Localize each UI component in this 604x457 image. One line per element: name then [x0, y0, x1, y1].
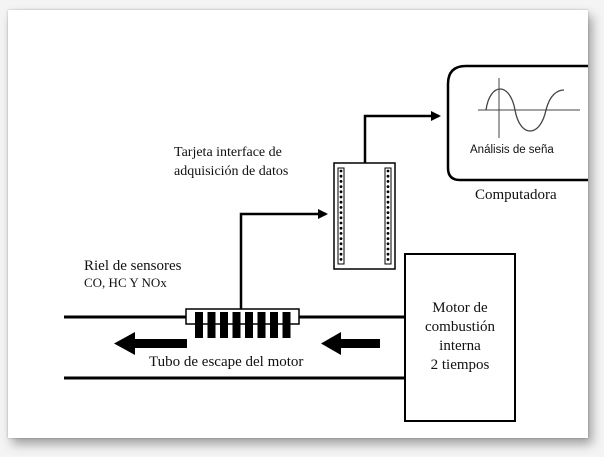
card-pin [339, 247, 343, 251]
card-pin [339, 206, 343, 209]
card-pin [339, 169, 343, 173]
exhaust-tube-label: Tubo de escape del motor [149, 354, 303, 370]
sensor-element [232, 312, 241, 338]
computer-label: Computadora [475, 187, 557, 203]
engine-label-line3: interna [439, 338, 481, 354]
card-pin [386, 169, 390, 173]
sensor-element [195, 312, 203, 338]
card-pin [386, 247, 390, 251]
card-pin [339, 216, 343, 220]
card-pin [339, 221, 343, 225]
card-pin [386, 206, 390, 209]
interface-card-pins-right [386, 169, 390, 261]
computer-screen [446, 64, 588, 182]
card-pin [339, 237, 343, 241]
card-pin [386, 174, 390, 178]
card-pin [386, 216, 390, 220]
card-pin [339, 242, 343, 246]
card-pin [339, 195, 343, 199]
engine-box: Motor de combustión interna 2 tiempos [404, 253, 516, 422]
card-pin [386, 242, 390, 246]
sensor-element [257, 312, 266, 338]
card-pin [386, 211, 390, 215]
sensor-element [270, 312, 278, 338]
card-pin [386, 180, 390, 183]
card-pin [386, 185, 390, 189]
card-pin [386, 258, 390, 261]
sensor-rail [185, 308, 300, 338]
sensor-element [282, 312, 291, 338]
sine-wave-icon [478, 78, 580, 138]
card-pin [386, 200, 390, 204]
engine-label-line4: 2 tiempos [431, 357, 490, 373]
card-pin [386, 252, 390, 256]
computer: Análisis de seña Computadora [446, 64, 588, 203]
sensor-element [220, 312, 228, 338]
card-pin [339, 190, 343, 194]
interface-card [333, 162, 396, 270]
arrow-card-to-computer [363, 111, 441, 163]
card-pin [386, 190, 390, 194]
interface-card-label-line2: adquisición de datos [174, 164, 288, 179]
card-pin [386, 226, 390, 230]
signal-analysis-label: Análisis de seña [470, 144, 554, 156]
card-pin [386, 221, 390, 225]
card-pin [339, 232, 343, 235]
arrow-left-icon [114, 332, 187, 355]
card-pin [339, 180, 343, 183]
diagram-canvas: Análisis de seña Computadora Tarjeta int… [64, 64, 588, 422]
engine-label-line2: combustión [425, 319, 495, 335]
sensor-element [245, 312, 253, 338]
engine-label-line1: Motor de [432, 300, 488, 316]
arrow-left-icon [321, 332, 380, 355]
card-pin [386, 195, 390, 199]
card-pin [339, 185, 343, 189]
card-pin [339, 174, 343, 178]
sensor-element [207, 312, 216, 338]
interface-card-pins-left [339, 169, 343, 261]
sensor-rail-label-line2: CO, HC Y NOx [84, 275, 167, 290]
card-pin [339, 200, 343, 204]
card-pin [339, 252, 343, 256]
sensor-elements [195, 312, 291, 338]
diagram-card: Análisis de seña Computadora Tarjeta int… [8, 10, 588, 438]
card-pin [339, 258, 343, 261]
card-pin [339, 211, 343, 215]
card-pin [386, 237, 390, 241]
card-pin [386, 232, 390, 235]
arrow-sensors-to-card [239, 209, 328, 309]
sensor-rail-label-line1: Riel de sensores [84, 258, 182, 274]
card-pin [339, 226, 343, 230]
interface-card-label-line1: Tarjeta interface de [174, 145, 282, 160]
